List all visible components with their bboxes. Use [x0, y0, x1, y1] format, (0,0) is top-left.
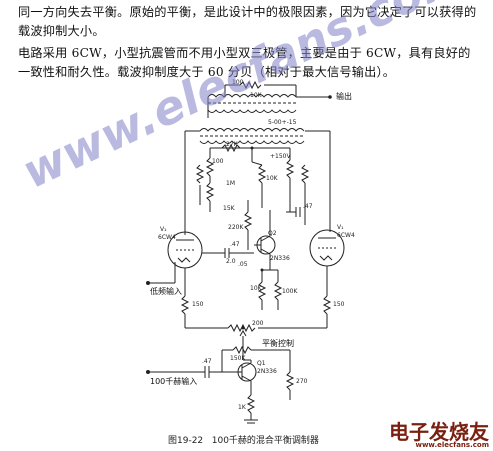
r-150-left: 150 [192, 301, 204, 308]
r-150k: 150K [230, 355, 246, 362]
r-15k: 15K [223, 205, 236, 212]
v1-right-type: 6CW4 [337, 232, 355, 239]
c-47-a: .47 [230, 241, 240, 248]
figure-title: 100千赫的混合平衡调制器 [211, 436, 319, 446]
v1-left-type: 6CW4 [158, 234, 176, 241]
q1-label: Q1 [257, 360, 266, 367]
r-270: 270 [296, 378, 308, 385]
v1-right-label: V₁ [337, 224, 344, 231]
watermark-corner-logo: 电子发烧友 [389, 416, 489, 445]
paragraph-1: 同一方向失去平衡。原始的平衡，是此设计中的极限因素，因为它决定了可以获得的载波抑… [18, 5, 477, 38]
r-10k-pot: 10K [250, 285, 263, 292]
figure-number: 图19-22 [168, 436, 204, 446]
transformer-note: 5-00+-15 [268, 119, 297, 126]
figure-caption: 图19-22 100千赫的混合平衡调制器 [168, 433, 319, 446]
rf-input-label: 100千赫输入 [150, 376, 197, 386]
balance-control-label: 平衡控制 [262, 338, 294, 348]
r-1m: 1M [226, 180, 235, 187]
r-200: 200 [252, 320, 264, 327]
c-05: .05 [238, 261, 248, 268]
watermark-corner-site: www.elecfans.com [415, 441, 490, 449]
paragraph-2: 电路采用 6CW，小型抗震管而不用小型双三极管，主要是由于 6CW，具有良好的一… [18, 46, 471, 79]
output-label: 输出 [336, 91, 352, 101]
r-220k: 220K [228, 224, 244, 231]
c-47-b: .47 [303, 203, 313, 210]
r-1k: 1K [238, 404, 247, 411]
c-47-c: .47 [202, 358, 212, 365]
v1-left-label: V₁ [160, 226, 167, 233]
v-plus: +150V [270, 153, 291, 160]
r-10k: 10K [250, 92, 263, 99]
q2-type: 2N336 [270, 255, 290, 262]
r-100-top: 100 [232, 79, 244, 86]
q2-label: Q2 [268, 230, 277, 237]
r-100-left: 100 [212, 158, 224, 165]
audio-input-label: 低频输入 [150, 286, 182, 296]
r-27k: 27K [226, 141, 239, 148]
r-100k: 100K [282, 288, 298, 295]
q1-type: 2N336 [257, 368, 277, 375]
r-150-right: 150 [333, 301, 345, 308]
c-2: 2.0 [226, 258, 236, 265]
r-10k-mid: 10K [266, 175, 279, 182]
